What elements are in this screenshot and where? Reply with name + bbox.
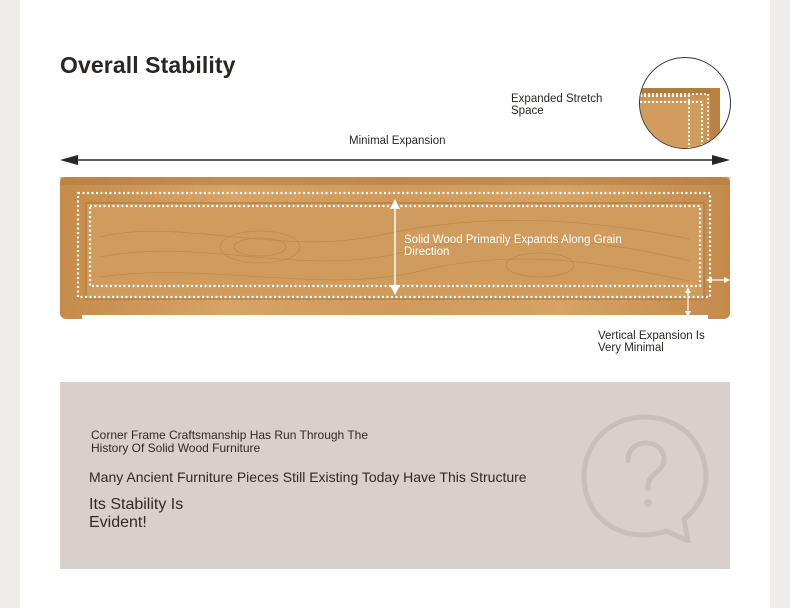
panel-line-ancient: Many Ancient Furniture Pieces Still Exis… (89, 469, 527, 485)
question-bubble-icon (580, 413, 710, 546)
horizontal-expansion-arrow (60, 152, 730, 168)
corner-detail-zoom (639, 57, 731, 149)
grain-direction-label: Solid Wood Primarily Expands Along Grain… (404, 234, 622, 258)
page-title: Overall Stability (60, 52, 236, 78)
corner-detail-graphic (640, 88, 720, 148)
vertical-expansion-label: Vertical Expansion Is Very Minimal (598, 330, 705, 354)
expanded-stretch-label: Expanded Stretch Space (511, 93, 603, 117)
wood-board-illustration (60, 177, 730, 319)
panel-line-craftsmanship: Corner Frame Craftsmanship Has Run Throu… (91, 428, 369, 455)
minimal-expansion-label: Minimal Expansion (349, 135, 446, 147)
panel-line-stability: Its Stability Is Evident! (89, 496, 184, 531)
info-panel (60, 382, 730, 569)
